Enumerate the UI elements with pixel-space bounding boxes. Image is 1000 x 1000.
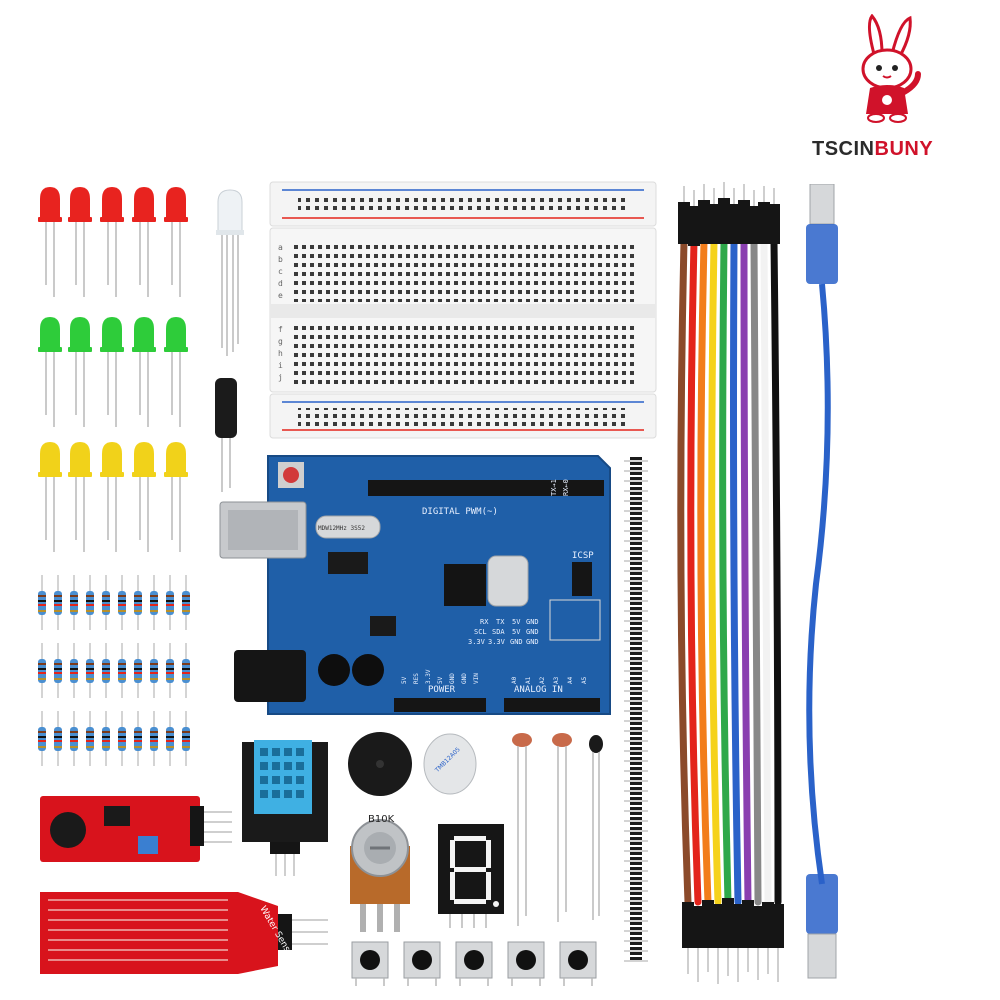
pin-label: VIN [473,673,480,684]
resistor-row-1 [37,575,191,631]
water-sensor-module: Water Sensor [40,892,328,974]
pin-label: GND [449,673,456,684]
row-letter: d [278,279,283,288]
green-leds [37,316,189,428]
usb-cable [806,184,838,979]
rx-label: RX←0 [562,479,570,496]
power-label: POWER [428,685,456,695]
pin-label: 5V [512,628,521,636]
bunny-mascot-icon [861,14,921,123]
row-letter: i [278,361,283,370]
analog-in-label: ANALOG IN [514,685,563,695]
icsp-label: ICSP [572,551,594,561]
pin-label: A5 [581,676,588,684]
brand-name-part2: BUNY [874,138,934,160]
pin-label: GND [526,628,539,636]
pin-label: TX [496,618,505,626]
row-letter: a [278,243,283,252]
pin-label: GND [526,638,539,646]
wire-strands [677,238,782,906]
push-button [403,941,441,986]
breadboard-row-letters: a b c d e f g h i j [278,243,283,382]
row-letter: h [278,349,283,358]
row-letter: b [278,255,283,264]
push-button [507,941,545,986]
push-button [559,941,597,986]
oscillator-label: MDW12MHz 3S52 [318,525,365,532]
wire-pins-bottom [687,948,779,984]
breadboard: a b c d e f g h i j [269,181,657,439]
tilt-switch [215,378,237,492]
pin-label: A0 [511,676,518,684]
push-button [455,941,493,986]
male-pin-header-strip [624,456,648,962]
pin-label: A2 [539,676,546,684]
seven-segment-display [438,824,504,928]
header-pin-rows: RX TX 5V GND SCL SDA 5V GND 3.3V 3.3V GN… [468,618,539,646]
tx-label: TX→1 [550,479,558,496]
pin-label: GND [526,618,539,626]
pin-label: A4 [567,676,574,684]
row-letter: f [278,325,283,334]
sound-sensor-module [40,796,232,862]
push-button [351,941,389,986]
potentiometer: B10K [350,814,410,932]
potentiometer-label: B10K [368,814,395,825]
pin-label: 5V [401,676,408,684]
pin-label: 5V [512,618,521,626]
brand-wordmark: TSCINBUNY [812,138,933,161]
red-leds [37,186,189,298]
dht11-sensor-module [242,740,328,876]
buzzers: TMB12A05 [348,732,477,796]
resistor-row-2 [37,642,191,699]
pin-label: SDA [492,628,505,636]
row-letter: g [278,337,283,346]
yellow-leds [37,441,189,553]
brand-name-part1: TSCIN [812,138,875,160]
photoresistor [512,733,532,747]
pin-label: GND [510,638,523,646]
pin-label: 3.3V [425,669,432,684]
pin-label: 3.3V [488,638,506,646]
pin-label: A3 [553,676,560,684]
digital-pwm-label: DIGITAL PWM(~) [422,507,498,517]
thermistor [589,735,603,753]
photoresistor [552,733,572,747]
row-letter: c [278,267,283,276]
pin-label: RES [413,673,420,684]
power-pin-labels: 5V RES 3.3V 5V GND GND VIN A0 A1 A2 A3 A… [401,669,588,684]
pin-label: 5V [437,676,444,684]
photoresistors [512,733,603,926]
pin-label: GND [461,673,468,684]
led-set [37,186,189,553]
resistor-set [37,575,191,767]
tactile-push-buttons [351,941,597,986]
wire-connectors-top [678,198,780,246]
pin-label: SCL [474,628,487,636]
resistor-row-3 [37,710,191,767]
brand-logo [852,14,922,130]
arduino-uno-board: DIGITAL PWM(~) POWER ANALOG IN ICSP TX→1… [219,455,611,715]
pin-label: RX [480,618,489,626]
wire-pins-top [683,182,775,206]
wire-connectors-bottom [682,898,784,948]
row-letter: j [278,373,283,382]
row-letter: e [278,291,283,300]
rgb-led [216,189,244,356]
pin-label: A1 [525,676,532,684]
jumper-wires-bundle [677,182,784,984]
pin-label: 3.3V [468,638,486,646]
